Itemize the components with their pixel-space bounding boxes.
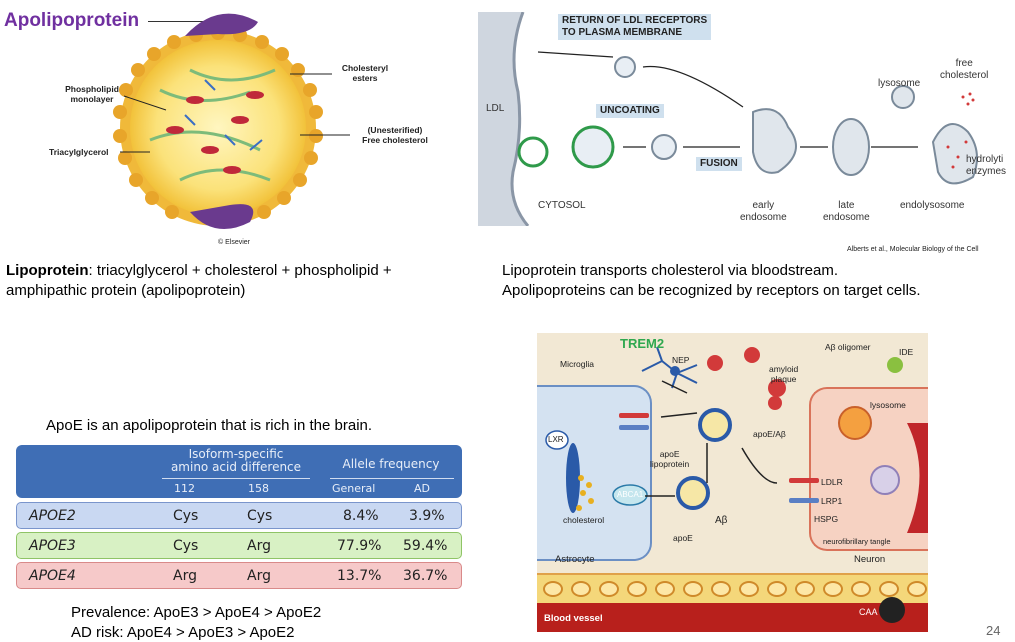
endothelial-cell xyxy=(711,581,731,597)
col-ad-header: AD xyxy=(414,482,430,495)
elsevier-credit: © Elsevier xyxy=(218,239,250,246)
slide-title: Apolipoprotein xyxy=(4,10,140,31)
endothelial-cell xyxy=(571,581,591,597)
endothelial-cell xyxy=(795,581,815,597)
lipoprotein-illustration xyxy=(113,13,350,230)
ab-label: Aβ xyxy=(715,515,728,526)
lrp1-label: LRP1 xyxy=(821,496,843,506)
allele-group-header: Allele frequency xyxy=(342,457,440,471)
fusion-box: FUSION xyxy=(696,157,742,171)
prevalence-text: Prevalence: ApoE3 > ApoE4 > ApoE2 xyxy=(71,604,322,621)
col-general-header: General xyxy=(332,482,376,495)
free-cholesterol-label: (Unesterified) Free cholesterol xyxy=(362,125,428,145)
cholesteryl-esters-label: Cholesteryl esters xyxy=(341,63,389,83)
ad-cell: 59.4% xyxy=(403,538,448,554)
apoe-intro: ApoE is an apolipoprotein that is rich i… xyxy=(46,417,373,434)
lxr-label: LXR xyxy=(548,435,564,444)
neuron-label: Neuron xyxy=(854,554,886,565)
uncoating-box: UNCOATING xyxy=(596,104,664,118)
nft-label: neurofibrillary tangle xyxy=(823,537,891,546)
table-row: APOE3 Cys Arg 77.9% 59.4% xyxy=(16,532,462,559)
endothelial-cell xyxy=(907,581,927,597)
phospholipid-label: Phospholipid monolayer xyxy=(65,84,119,104)
endothelial-cell xyxy=(683,581,703,597)
endothelial-cell xyxy=(739,581,759,597)
endolysosome-label: endolysosome xyxy=(900,200,965,211)
endocytosis-illustration xyxy=(478,12,978,226)
title-pointer-line xyxy=(148,21,248,22)
apoe-allele-table: Isoform-specific amino acid difference A… xyxy=(16,445,463,593)
return-receptors-box: RETURN OF LDL RECEPTORS TO PLASMA MEMBRA… xyxy=(558,14,712,40)
early-endosome-label: early endosome xyxy=(740,200,787,223)
general-cell: 77.9% xyxy=(337,538,382,554)
endothelial-cell xyxy=(627,581,647,597)
astrocyte-label: Astrocyte xyxy=(555,554,595,565)
amyloid-plaque-label: amyloid plaque xyxy=(769,364,799,384)
aa158-cell: Cys xyxy=(247,508,273,524)
allele-group-underline xyxy=(330,478,454,479)
lipoprotein-caption: Lipoprotein: triacylglycerol + cholester… xyxy=(6,261,456,301)
aa112-cell: Arg xyxy=(173,568,197,584)
transport-caption-line1: Lipoprotein transports cholesterol via b… xyxy=(502,262,839,279)
lipoprotein-term: Lipoprotein xyxy=(6,262,89,279)
gene-cell: APOE3 xyxy=(29,538,76,554)
endothelial-cell xyxy=(823,581,843,597)
late-endosome-label: late endosome xyxy=(823,200,870,223)
ldl-label: LDL xyxy=(486,103,505,114)
cholesterol-label: cholesterol xyxy=(563,515,605,525)
aa158-cell: Arg xyxy=(247,568,271,584)
endothelial-cell xyxy=(655,581,675,597)
general-cell: 13.7% xyxy=(337,568,382,584)
table-row: APOE2 Cys Cys 8.4% 3.9% xyxy=(16,502,462,529)
gene-cell: APOE4 xyxy=(29,568,76,584)
isoform-group-header: Isoform-specific amino acid difference xyxy=(170,447,302,474)
endothelial-cell xyxy=(599,581,619,597)
blood-vessel-label: Blood vessel xyxy=(544,613,603,624)
endothelial-cell xyxy=(879,581,899,597)
table-row: APOE4 Arg Arg 13.7% 36.7% xyxy=(16,562,462,589)
lysosome-label: lysosome xyxy=(878,78,921,89)
lipoprotein-definition: : triacylglycerol + cholesterol + phosph… xyxy=(6,262,392,299)
trem2-label: TREM2 xyxy=(620,336,665,351)
apoe-ad-figure: TREM2 Microglia NEP amyloid plaque Aβ ol… xyxy=(537,333,928,632)
ad-lysosome-label: lysosome xyxy=(870,400,906,410)
ad-risk-text: AD risk: ApoE4 > ApoE3 > ApoE2 xyxy=(71,624,295,641)
endothelial-cell xyxy=(767,581,787,597)
transport-caption-line2: Apolipoproteins can be recognized by rec… xyxy=(502,282,921,299)
table-header xyxy=(16,445,462,498)
apoe-ab-label: apoE/Aβ xyxy=(753,429,786,439)
cytosol-label: CYTOSOL xyxy=(538,200,586,211)
general-cell: 8.4% xyxy=(343,508,379,524)
ldl-endocytosis-figure: RETURN OF LDL RECEPTORS TO PLASMA MEMBRA… xyxy=(478,12,1015,226)
ad-cell: 36.7% xyxy=(403,568,448,584)
ab-oligomer-label: Aβ oligomer xyxy=(825,342,871,352)
nep-label: NEP xyxy=(672,355,690,365)
ad-illustration xyxy=(545,346,928,623)
ldlr-label: LDLR xyxy=(821,477,843,487)
microglia-label: Microglia xyxy=(560,359,595,369)
free-cholesterol-label-endo: free cholesterol xyxy=(940,58,989,81)
hspg-label: HSPG xyxy=(814,514,839,524)
isoform-group-underline xyxy=(162,478,310,479)
endothelial-cell xyxy=(543,581,563,597)
aa112-cell: Cys xyxy=(173,508,199,524)
gene-cell: APOE2 xyxy=(29,508,76,524)
lipoprotein-figure xyxy=(0,0,470,250)
caa-label: CAA xyxy=(859,607,878,617)
alberts-credit: Alberts et al., Molecular Biology of the… xyxy=(847,246,979,253)
endothelial-cell xyxy=(851,581,871,597)
ad-cell: 3.9% xyxy=(409,508,445,524)
triacylglycerol-label: Triacylglycerol xyxy=(49,147,109,157)
apoe-label: apoE xyxy=(673,533,693,543)
col-112-header: 112 xyxy=(174,482,195,495)
aa158-cell: Arg xyxy=(247,538,271,554)
aa112-cell: Cys xyxy=(173,538,199,554)
ide-label: IDE xyxy=(899,347,914,357)
col-158-header: 158 xyxy=(248,482,269,495)
blood-vessel xyxy=(537,603,928,632)
abca1-label: ABCA1 xyxy=(617,490,644,499)
hydrolytic-enzymes-label: hydrolyti enzymes xyxy=(966,154,1007,177)
apoe-lipoprotein-label: apoE lipoprotein xyxy=(650,449,690,469)
page-number: 24 xyxy=(986,623,1001,638)
